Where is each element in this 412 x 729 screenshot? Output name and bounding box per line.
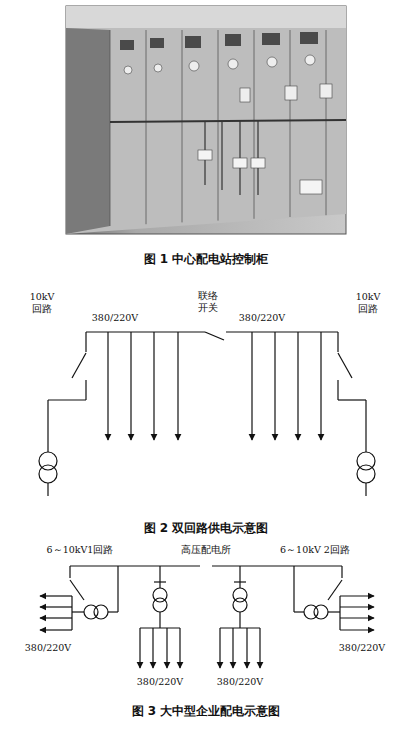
- cabinet-divider: [326, 30, 327, 215]
- voltage-label: 380/220V: [338, 642, 386, 654]
- voltage-label: 6～10kV 2回路: [279, 544, 351, 556]
- cabinet-divider: [218, 30, 219, 221]
- cabinet-divider: [146, 30, 147, 224]
- voltage-label: 380/220V: [216, 676, 264, 688]
- cabinet-divider: [110, 30, 111, 226]
- cabinet-divider: [290, 30, 291, 217]
- voltage-label: 10kV 回路: [352, 291, 384, 315]
- cabinet-divider: [254, 30, 255, 219]
- voltage-label: 6～10kV1回路: [46, 544, 115, 556]
- figure-caption: 图 1 中心配电站控制柜: [144, 251, 269, 268]
- voltage-label: 高压配电所: [180, 544, 232, 556]
- voltage-label: 10kV 回路: [26, 291, 58, 315]
- figure-caption: 图 2 双回路供电示意图: [144, 520, 269, 537]
- dual-circuit-schematic: [39, 332, 375, 496]
- voltage-label: 联络 开关: [192, 290, 224, 314]
- voltage-label: 380/220V: [91, 312, 139, 324]
- voltage-label: 380/220V: [136, 676, 184, 688]
- enterprise-distribution-schematic: [40, 566, 374, 668]
- figure-caption: 图 3 大中型企业配电示意图: [132, 703, 281, 720]
- voltage-label: 380/220V: [238, 312, 286, 324]
- cabinet-divider: [182, 30, 183, 222]
- voltage-label: 380/220V: [24, 642, 72, 654]
- control-cabinet-photo: [66, 6, 346, 234]
